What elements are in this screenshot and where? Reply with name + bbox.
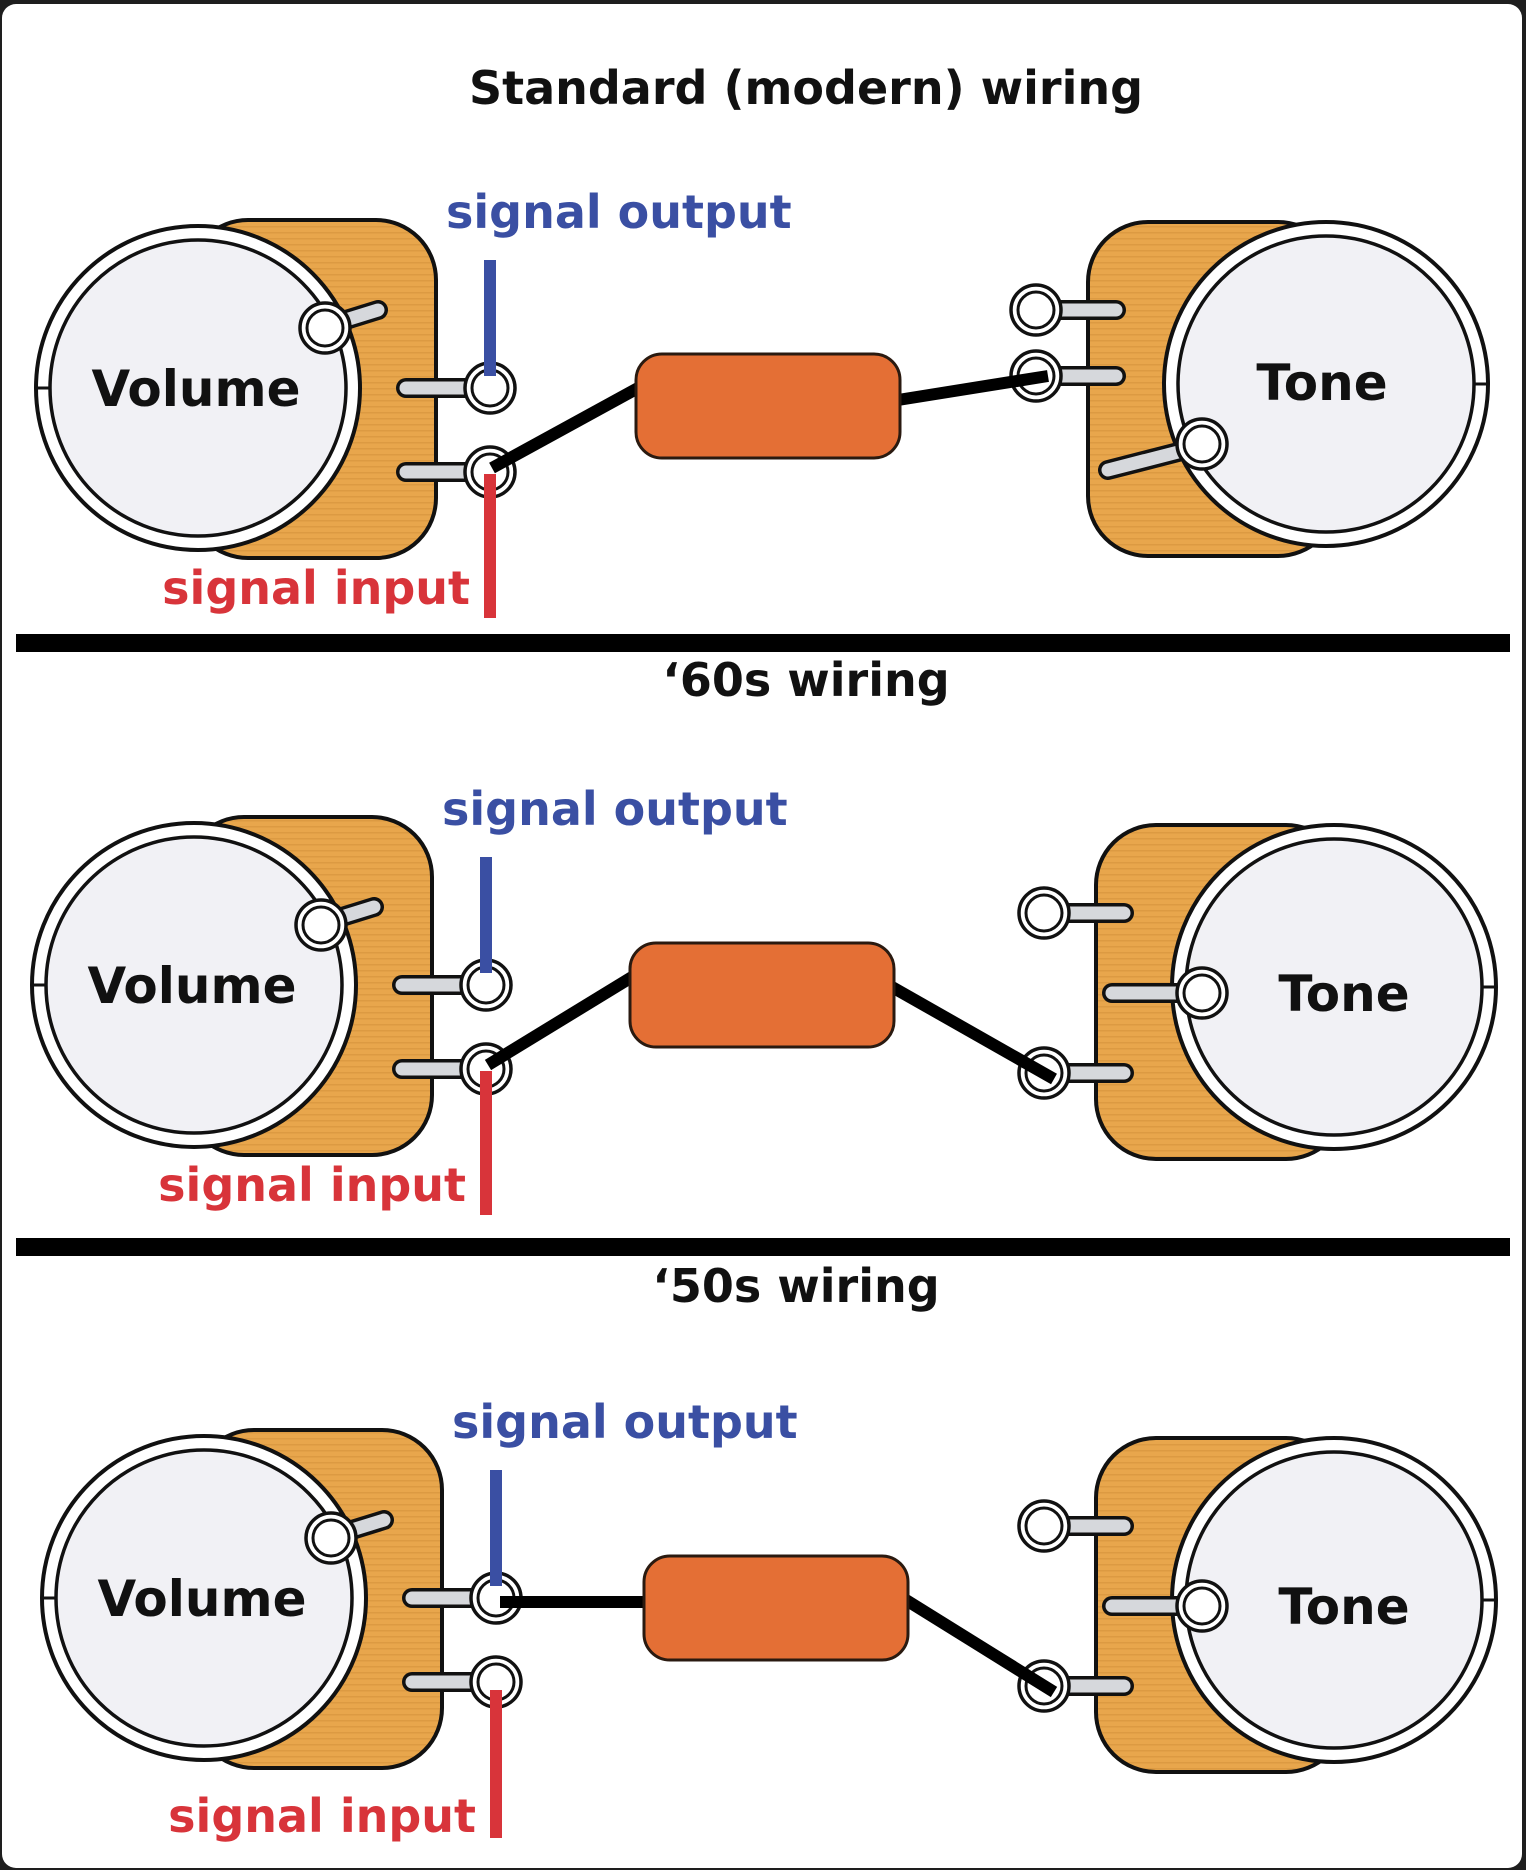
section-divider xyxy=(16,1238,1510,1256)
signal-input-label: signal input xyxy=(158,1158,466,1212)
tone-capacitor xyxy=(634,352,902,460)
volume-label: Volume xyxy=(97,1570,306,1628)
signal-output-wire xyxy=(490,1470,502,1586)
section-divider xyxy=(16,634,1510,652)
section-title: Standard (modern) wiring xyxy=(469,61,1143,115)
tone-middle-eyelet-inner xyxy=(1182,1586,1222,1626)
tone-wiper-eyelet-inner xyxy=(1182,424,1222,464)
tone-top-eyelet-inner xyxy=(1024,893,1064,933)
tone-label: Tone xyxy=(1278,965,1409,1023)
section-title: ‘50s wiring xyxy=(652,1259,939,1313)
volume-pot: Volume xyxy=(30,815,513,1157)
volume-ground-eyelet-inner xyxy=(305,308,345,348)
tone-middle-eyelet-inner xyxy=(1182,973,1222,1013)
signal-output-wire xyxy=(480,857,492,973)
tone-wiper-lug-bar xyxy=(1101,443,1193,477)
tone-pot: Tone xyxy=(1017,823,1498,1161)
capacitor-lead-left xyxy=(489,382,641,474)
section-title: ‘60s wiring xyxy=(662,653,949,707)
signal-input-wire xyxy=(480,1071,492,1215)
volume-pot: Volume xyxy=(40,1428,523,1770)
capacitor-lead-right xyxy=(897,370,1049,406)
tone-top-eyelet-inner xyxy=(1016,290,1056,330)
signal-output-label: signal output xyxy=(442,782,788,836)
tone-pot: Tone xyxy=(1009,220,1490,558)
capacitor-lead-left xyxy=(484,971,636,1071)
tone-capacitor xyxy=(642,1554,910,1662)
volume-label: Volume xyxy=(91,360,300,418)
signal-output-label: signal output xyxy=(446,185,792,239)
volume-ground-eyelet-inner xyxy=(311,1518,351,1558)
volume-label: Volume xyxy=(87,957,296,1015)
signal-input-wire xyxy=(490,1690,502,1838)
capacitor-lead-right xyxy=(889,981,1057,1085)
signal-output-label: signal output xyxy=(452,1395,798,1449)
signal-input-label: signal input xyxy=(168,1789,476,1843)
tone-capacitor xyxy=(628,941,896,1049)
tone-label: Tone xyxy=(1278,1578,1409,1636)
volume-ground-eyelet-inner xyxy=(301,905,341,945)
capacitor-lead-right xyxy=(902,1594,1058,1698)
tone-label: Tone xyxy=(1256,354,1387,412)
tone-pot: Tone xyxy=(1017,1436,1498,1774)
tone-top-eyelet-inner xyxy=(1024,1506,1064,1546)
signal-input-wire xyxy=(484,474,496,618)
signal-input-label: signal input xyxy=(162,561,470,615)
volume-pot: Volume xyxy=(34,218,517,560)
signal-output-wire xyxy=(484,260,496,376)
